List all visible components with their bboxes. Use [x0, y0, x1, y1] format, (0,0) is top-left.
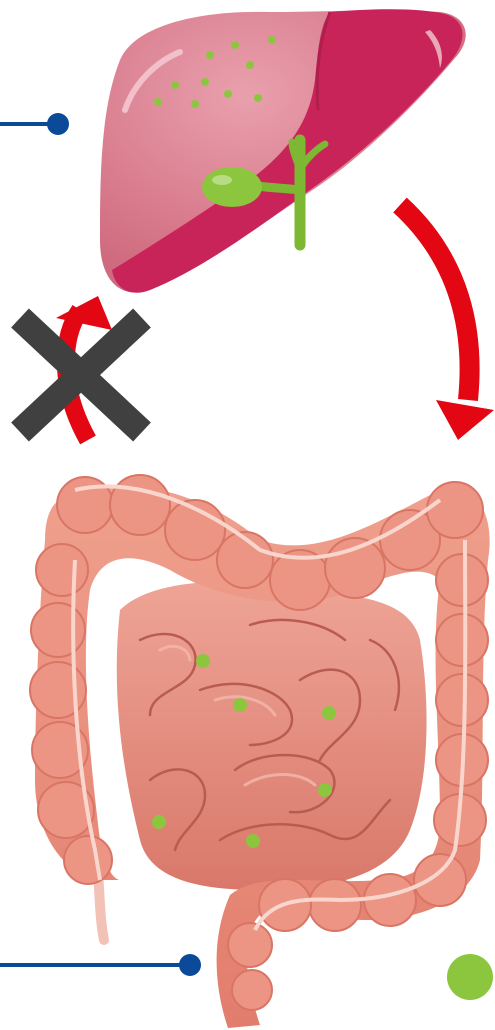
intestine-icon — [30, 475, 490, 1028]
green-dot-marker — [447, 954, 493, 1000]
connector-top — [0, 113, 69, 135]
flow-arrow-icon — [400, 205, 494, 440]
liver-icon — [100, 9, 466, 293]
connector-bottom — [0, 954, 201, 976]
